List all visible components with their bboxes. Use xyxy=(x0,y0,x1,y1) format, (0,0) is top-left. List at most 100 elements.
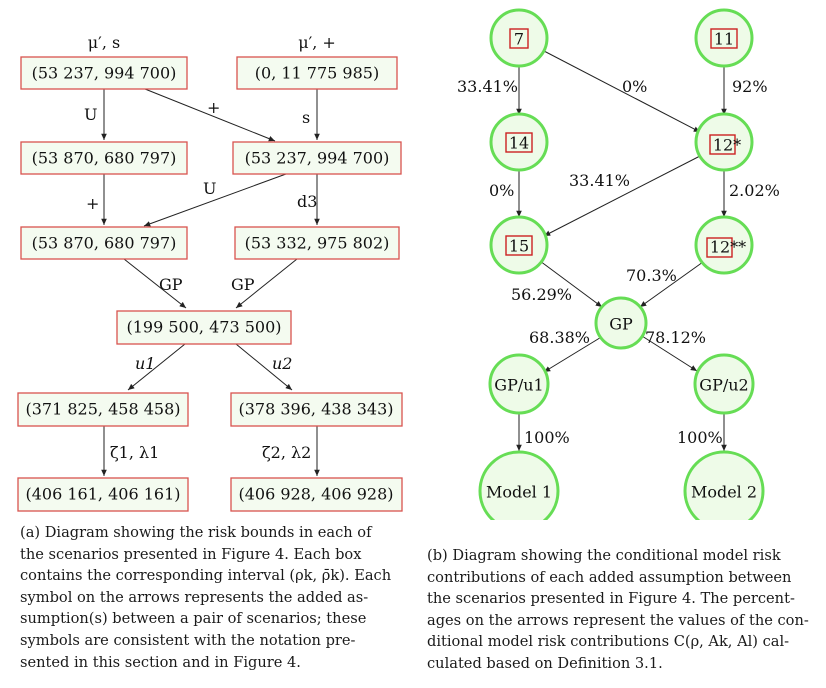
edge-b-5 xyxy=(543,155,701,237)
node-11: 11 xyxy=(694,8,754,68)
edge-label-b-12: 100% xyxy=(677,428,723,447)
caption-b-line: ditional model risk contributions C(ρ, A… xyxy=(427,633,790,651)
svg-text:11: 11 xyxy=(714,30,734,49)
svg-text:7: 7 xyxy=(514,30,524,49)
svg-text:15: 15 xyxy=(509,237,529,256)
svg-text:(378 396, 438 343): (378 396, 438 343) xyxy=(239,400,394,419)
edge-label-b-1: 33.41% xyxy=(457,77,518,96)
box-11: (406 928, 406 928) xyxy=(230,477,403,512)
edges-b xyxy=(516,50,727,451)
caption-a-line: symbols are consistent with the notation… xyxy=(20,631,356,649)
caption-a-line: sented in this section and in Figure 4. xyxy=(20,653,301,671)
svg-text:GP/u2: GP/u2 xyxy=(699,376,748,395)
header-left: μ′, s xyxy=(88,33,120,52)
edge-label-b-10: 78.12% xyxy=(645,328,706,347)
caption-a-line: the scenarios presented in Figure 4. Eac… xyxy=(20,545,362,563)
edge-a-7 xyxy=(123,258,187,309)
svg-text:(199 500, 473 500): (199 500, 473 500) xyxy=(127,318,282,337)
svg-text:Model 1: Model 1 xyxy=(486,483,552,502)
caption-a-line: symbol on the arrows represents the adde… xyxy=(20,588,369,606)
node-7: 7 xyxy=(489,8,549,68)
box-2: (0, 11 775 985) xyxy=(236,56,398,90)
caption-b-line: culated based on Definition 3.1. xyxy=(427,654,663,672)
svg-text:14: 14 xyxy=(509,134,529,153)
node-14: 14 xyxy=(489,112,549,172)
edge-label-a-12: ζ2, λ2 xyxy=(262,443,311,462)
svg-text:(53 870, 680 797): (53 870, 680 797) xyxy=(32,149,177,168)
edge-b-8 xyxy=(639,261,704,308)
node-gp-u2: GP/u2 xyxy=(693,353,755,415)
edge-a-2 xyxy=(144,88,276,142)
diagrams: μ′, s μ′, + U + s + U d3 GP GP u1 u2 ζ1,… xyxy=(17,8,780,532)
node-gp: GP xyxy=(594,296,648,350)
svg-text:(53 237, 994 700): (53 237, 994 700) xyxy=(32,64,177,83)
svg-text:(406 161, 406 161): (406 161, 406 161) xyxy=(26,485,181,504)
box-9: (378 396, 438 343) xyxy=(230,392,403,427)
svg-text:(406 928, 406 928): (406 928, 406 928) xyxy=(239,485,394,504)
edge-b-10 xyxy=(641,335,698,372)
panel-b: 33.41% 0% 92% 0% 33.41% 2.02% 56.29% 70.… xyxy=(457,8,780,532)
svg-text:(53 332, 975 802): (53 332, 975 802) xyxy=(245,234,390,253)
edge-label-b-7: 56.29% xyxy=(511,285,572,304)
edge-label-a-3: s xyxy=(302,108,310,127)
edge-label-b-2: 0% xyxy=(622,77,647,96)
edge-label-a-8: GP xyxy=(231,275,255,294)
svg-text:Model 2: Model 2 xyxy=(691,483,757,502)
edge-label-a-1: U xyxy=(84,105,97,124)
edges-a xyxy=(101,88,320,476)
edge-b-2 xyxy=(543,50,701,133)
box-7: (199 500, 473 500) xyxy=(116,310,292,345)
node-model-1: Model 1 xyxy=(478,450,560,532)
edge-label-a-7: GP xyxy=(159,275,183,294)
caption-b-line: the scenarios presented in Figure 4. The… xyxy=(427,590,795,608)
edge-label-a-10: u2 xyxy=(272,354,292,373)
caption-b-line: (b) Diagram showing the conditional mode… xyxy=(427,547,781,564)
edge-label-a-11: ζ1, λ1 xyxy=(110,443,159,462)
node-15: 15 xyxy=(489,215,549,275)
edge-a-9 xyxy=(127,343,186,391)
edge-label-b-4: 0% xyxy=(489,181,514,200)
caption-b-line: ages on the arrows represent the values … xyxy=(427,611,809,629)
node-12-double-star: 12** xyxy=(694,215,754,275)
box-6: (53 332, 975 802) xyxy=(234,226,400,260)
svg-text:(53 870, 680 797): (53 870, 680 797) xyxy=(32,234,177,253)
edge-b-7 xyxy=(539,260,603,308)
edge-label-b-9: 68.38% xyxy=(529,328,590,347)
svg-text:GP: GP xyxy=(609,315,633,334)
svg-text:12*: 12* xyxy=(713,136,741,155)
svg-text:(0, 11 775 985): (0, 11 775 985) xyxy=(255,64,379,83)
caption-a-line: contains the corresponding interval (ρk,… xyxy=(20,567,392,585)
box-3: (53 870, 680 797) xyxy=(20,141,188,175)
edge-a-8 xyxy=(235,258,298,309)
edge-label-b-3: 92% xyxy=(732,77,768,96)
node-gp-u1: GP/u1 xyxy=(488,353,550,415)
box-8: (371 825, 458 458) xyxy=(17,392,189,427)
edge-a-5 xyxy=(143,173,287,227)
edge-a-10 xyxy=(235,343,293,391)
caption-a-line: (a) Diagram showing the risk bounds in e… xyxy=(20,524,372,541)
box-1: (53 237, 994 700) xyxy=(20,56,188,90)
svg-text:12**: 12** xyxy=(710,238,746,257)
caption-a: (a) Diagram showing the risk bounds in e… xyxy=(20,522,406,673)
edge-label-a-9: u1 xyxy=(135,354,155,373)
edge-b-9 xyxy=(543,335,604,373)
edge-label-b-5: 33.41% xyxy=(569,171,630,190)
caption-a-line: sumption(s) between a pair of scenarios;… xyxy=(20,610,367,628)
svg-text:GP/u1: GP/u1 xyxy=(494,376,543,395)
edge-label-a-4: + xyxy=(86,194,99,213)
svg-text:(53 237, 994 700): (53 237, 994 700) xyxy=(245,149,390,168)
box-10: (406 161, 406 161) xyxy=(17,477,189,512)
svg-text:(371 825, 458 458): (371 825, 458 458) xyxy=(26,400,181,419)
node-model-2: Model 2 xyxy=(683,450,765,532)
edge-label-a-2: + xyxy=(207,98,220,117)
edge-label-a-6: d3 xyxy=(297,192,317,211)
box-4: (53 237, 994 700) xyxy=(232,141,402,175)
box-5: (53 870, 680 797) xyxy=(20,226,188,260)
header-right: μ′, + xyxy=(298,33,336,52)
edge-label-b-6: 2.02% xyxy=(729,181,780,200)
edge-label-b-11: 100% xyxy=(524,428,570,447)
caption-b-line: contributions of each added assumption b… xyxy=(427,568,792,586)
panel-a: μ′, s μ′, + U + s + U d3 GP GP u1 u2 ζ1,… xyxy=(17,33,403,512)
caption-b: (b) Diagram showing the conditional mode… xyxy=(427,545,813,675)
